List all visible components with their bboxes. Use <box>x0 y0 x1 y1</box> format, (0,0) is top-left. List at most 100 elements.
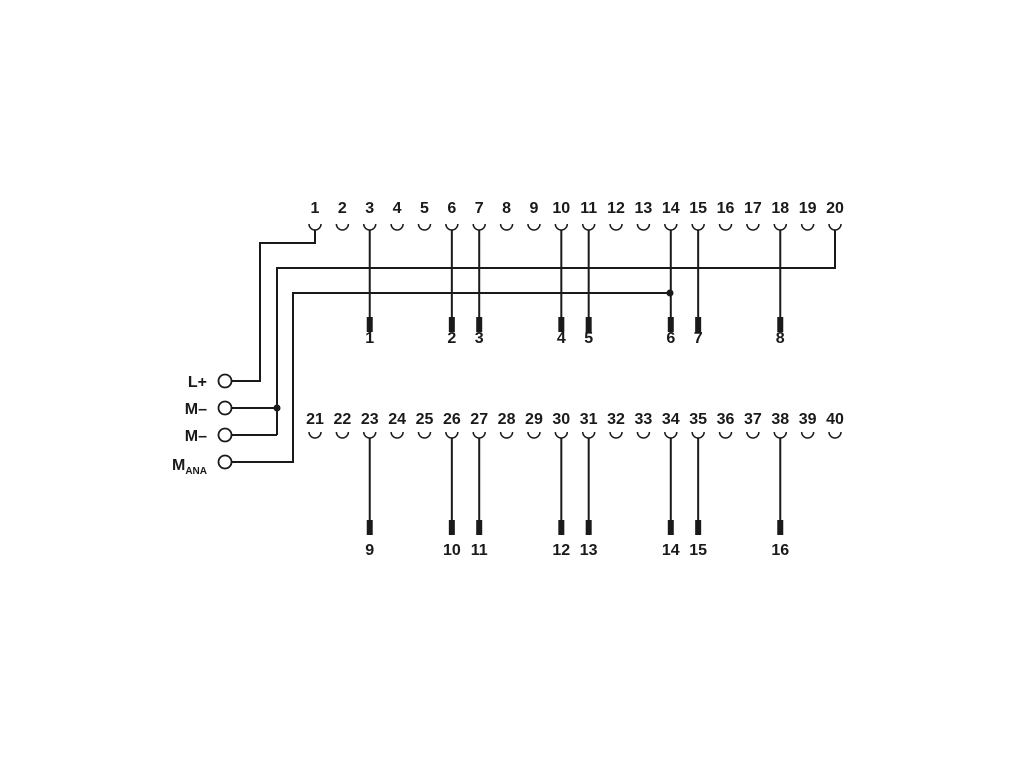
terminal-cup <box>362 431 377 439</box>
terminal-number: 21 <box>306 411 324 428</box>
lplus-label: L+ <box>188 374 207 391</box>
connector-pin-label: 6 <box>666 330 675 347</box>
terminal-number: 16 <box>717 200 735 217</box>
mana-label-sub: ANA <box>185 466 207 477</box>
terminal-number: 19 <box>799 200 817 217</box>
connector-pin <box>667 520 674 535</box>
connector-pin-label: 15 <box>689 542 707 559</box>
terminal-number: 31 <box>580 411 598 428</box>
terminal-number: 9 <box>529 200 538 217</box>
supply-wiring <box>232 230 836 463</box>
terminal-cup <box>746 431 760 439</box>
terminal-cup <box>636 223 651 231</box>
terminal-number: 3 <box>365 200 374 217</box>
terminal-number: 26 <box>443 411 461 428</box>
terminal-cup <box>445 223 459 231</box>
mana-wire <box>232 292 670 463</box>
terminal-cup <box>308 223 322 231</box>
terminal-number: 27 <box>470 411 488 428</box>
terminal-number: 39 <box>799 411 817 428</box>
terminal-number: 37 <box>744 411 762 428</box>
terminal-number: 38 <box>771 411 789 428</box>
terminal-cup <box>527 223 541 231</box>
terminal-number: 24 <box>388 411 406 428</box>
mminus1-terminal <box>217 400 233 416</box>
lplus-wire <box>232 230 316 382</box>
connector-pin-label: 9 <box>365 542 374 559</box>
connector-pin-label: 1 <box>365 330 374 347</box>
mminus2-terminal <box>217 427 233 443</box>
terminal-cup <box>773 431 788 439</box>
connector-pin <box>558 520 565 535</box>
terminal-number: 2 <box>338 200 347 217</box>
connector-pin-label: 4 <box>557 330 566 347</box>
connector-pin <box>448 520 455 535</box>
terminal-cup <box>746 223 760 231</box>
terminal-cup <box>718 223 733 231</box>
connector-pin-label: 16 <box>771 542 789 559</box>
connector-pin-label: 13 <box>580 542 598 559</box>
terminal-number: 14 <box>662 200 680 217</box>
connector-pin-label: 12 <box>552 542 570 559</box>
connector-pin-label: 10 <box>443 542 461 559</box>
supply-terminals <box>217 373 233 470</box>
terminal-number: 15 <box>689 200 707 217</box>
junction-dot <box>273 404 281 412</box>
terminal-cup <box>581 223 596 231</box>
lplus-terminal <box>217 373 233 389</box>
terminal-cup <box>554 223 569 231</box>
terminal-cup <box>609 431 623 439</box>
connector-pin <box>476 317 483 332</box>
connector-pin <box>667 317 674 332</box>
terminal-cup <box>581 431 596 439</box>
mminus2-label: M– <box>185 428 207 445</box>
terminal-number: 40 <box>826 411 844 428</box>
terminal-cup <box>664 223 678 231</box>
connector-pin <box>777 520 784 535</box>
connector-pin-label: 14 <box>662 542 680 559</box>
connector-pin-label: 7 <box>694 330 703 347</box>
mana-label: MANA <box>172 457 207 477</box>
mminus1-label: M– <box>185 401 207 418</box>
terminal-number: 13 <box>635 200 653 217</box>
terminal-cup <box>362 223 377 231</box>
terminal-number: 11 <box>580 200 597 217</box>
terminal-cup <box>499 431 514 439</box>
m-bus-wire <box>276 230 836 435</box>
terminal-number: 20 <box>826 200 844 217</box>
terminal-number: 28 <box>498 411 516 428</box>
connector-pin <box>695 317 702 332</box>
terminal-number: 12 <box>607 200 625 217</box>
connector-pin <box>695 520 702 535</box>
connector-pin <box>585 317 592 332</box>
connector-pin <box>777 317 784 332</box>
terminal-number: 5 <box>420 200 429 217</box>
terminal-number: 36 <box>717 411 735 428</box>
terminal-number: 35 <box>689 411 707 428</box>
terminal-cup <box>390 431 404 439</box>
terminal-cup <box>800 223 815 231</box>
terminal-cup <box>828 223 842 231</box>
connector-pin <box>448 317 455 332</box>
terminal-number: 23 <box>361 411 379 428</box>
terminal-cup <box>609 223 623 231</box>
connector-pin-label: 5 <box>584 330 593 347</box>
terminal-cup <box>390 223 404 231</box>
terminal-cup <box>800 431 815 439</box>
terminal-cup <box>554 431 569 439</box>
terminal-number: 32 <box>607 411 625 428</box>
terminal-cup <box>828 431 842 439</box>
terminal-cup <box>417 431 432 439</box>
terminal-cup <box>691 431 705 439</box>
terminal-cup <box>718 431 733 439</box>
terminal-cup <box>335 431 350 439</box>
terminal-cup <box>499 223 514 231</box>
terminal-cup <box>308 431 322 439</box>
mana-terminal <box>217 454 233 470</box>
connector-pin-label: 3 <box>475 330 484 347</box>
terminal-number: 10 <box>552 200 570 217</box>
terminal-cup <box>691 223 705 231</box>
